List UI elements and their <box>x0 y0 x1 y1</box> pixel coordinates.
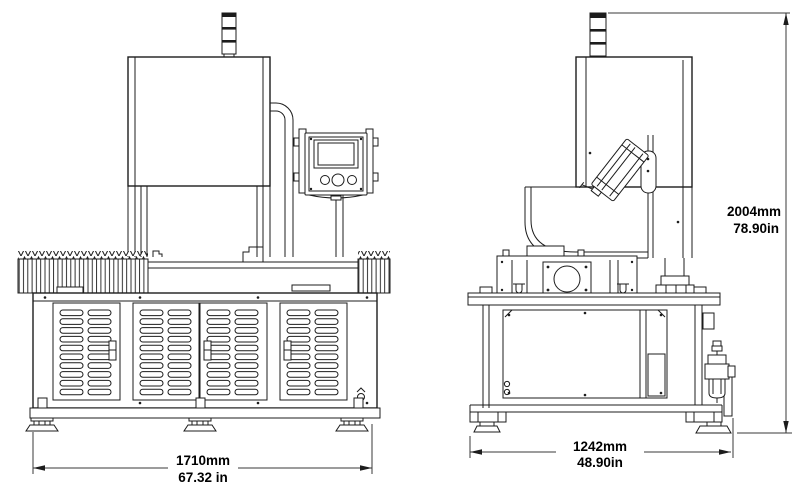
door-handle <box>108 340 117 361</box>
fixture-bore <box>553 265 581 293</box>
stack-light-icon <box>589 12 607 60</box>
width-dimension-in-label: 67.32 in <box>178 470 228 485</box>
side-view <box>467 12 736 434</box>
leveling-foot <box>695 421 732 434</box>
depth-dimension-in-label: 48.90in <box>577 455 623 470</box>
fixture-plate <box>542 261 592 296</box>
depth-dimension-mm-label: 1242mm <box>573 439 627 454</box>
louver-door-3 <box>199 302 268 401</box>
panel-screen <box>313 139 359 169</box>
side-panel <box>502 309 668 399</box>
height-dimension-in-label: 78.90in <box>733 221 779 236</box>
bellows-left <box>17 251 149 294</box>
dimension-depth: 1242mm 48.90in <box>469 418 734 470</box>
table-side <box>467 286 721 306</box>
front-view <box>17 12 391 432</box>
leveling-foot <box>25 417 59 432</box>
panel-button <box>320 175 330 185</box>
panel-button <box>331 173 345 187</box>
bellows-right <box>357 251 391 294</box>
panel-button <box>347 175 357 185</box>
height-dimension-mm-label: 2004mm <box>727 204 781 219</box>
base-frame-front <box>25 397 381 432</box>
dimension-height: 2004mm 78.90in <box>608 12 792 434</box>
bottom-frame-side <box>469 404 732 434</box>
louver-door-1 <box>52 302 121 401</box>
door-handle <box>283 340 292 361</box>
louver-door-4 <box>279 302 348 401</box>
leveling-foot <box>335 417 369 432</box>
base-frame-side <box>482 305 715 408</box>
tilted-control-panel <box>579 138 657 202</box>
door-handle <box>203 340 212 361</box>
stack-light-icon <box>221 12 237 58</box>
width-dimension-mm-label: 1710mm <box>176 453 230 468</box>
pipe <box>270 102 294 257</box>
control-panel <box>293 128 379 257</box>
leveling-foot <box>473 421 501 433</box>
dimension-width: 1710mm 67.32 in <box>32 424 373 485</box>
table-assembly <box>17 251 391 294</box>
louver-door-2 <box>132 302 200 401</box>
machine-head-front <box>127 56 271 262</box>
fixture-assembly <box>496 245 638 296</box>
air-regulator-unit <box>704 340 736 417</box>
leveling-foot <box>183 417 217 432</box>
base-cabinet <box>32 292 378 409</box>
